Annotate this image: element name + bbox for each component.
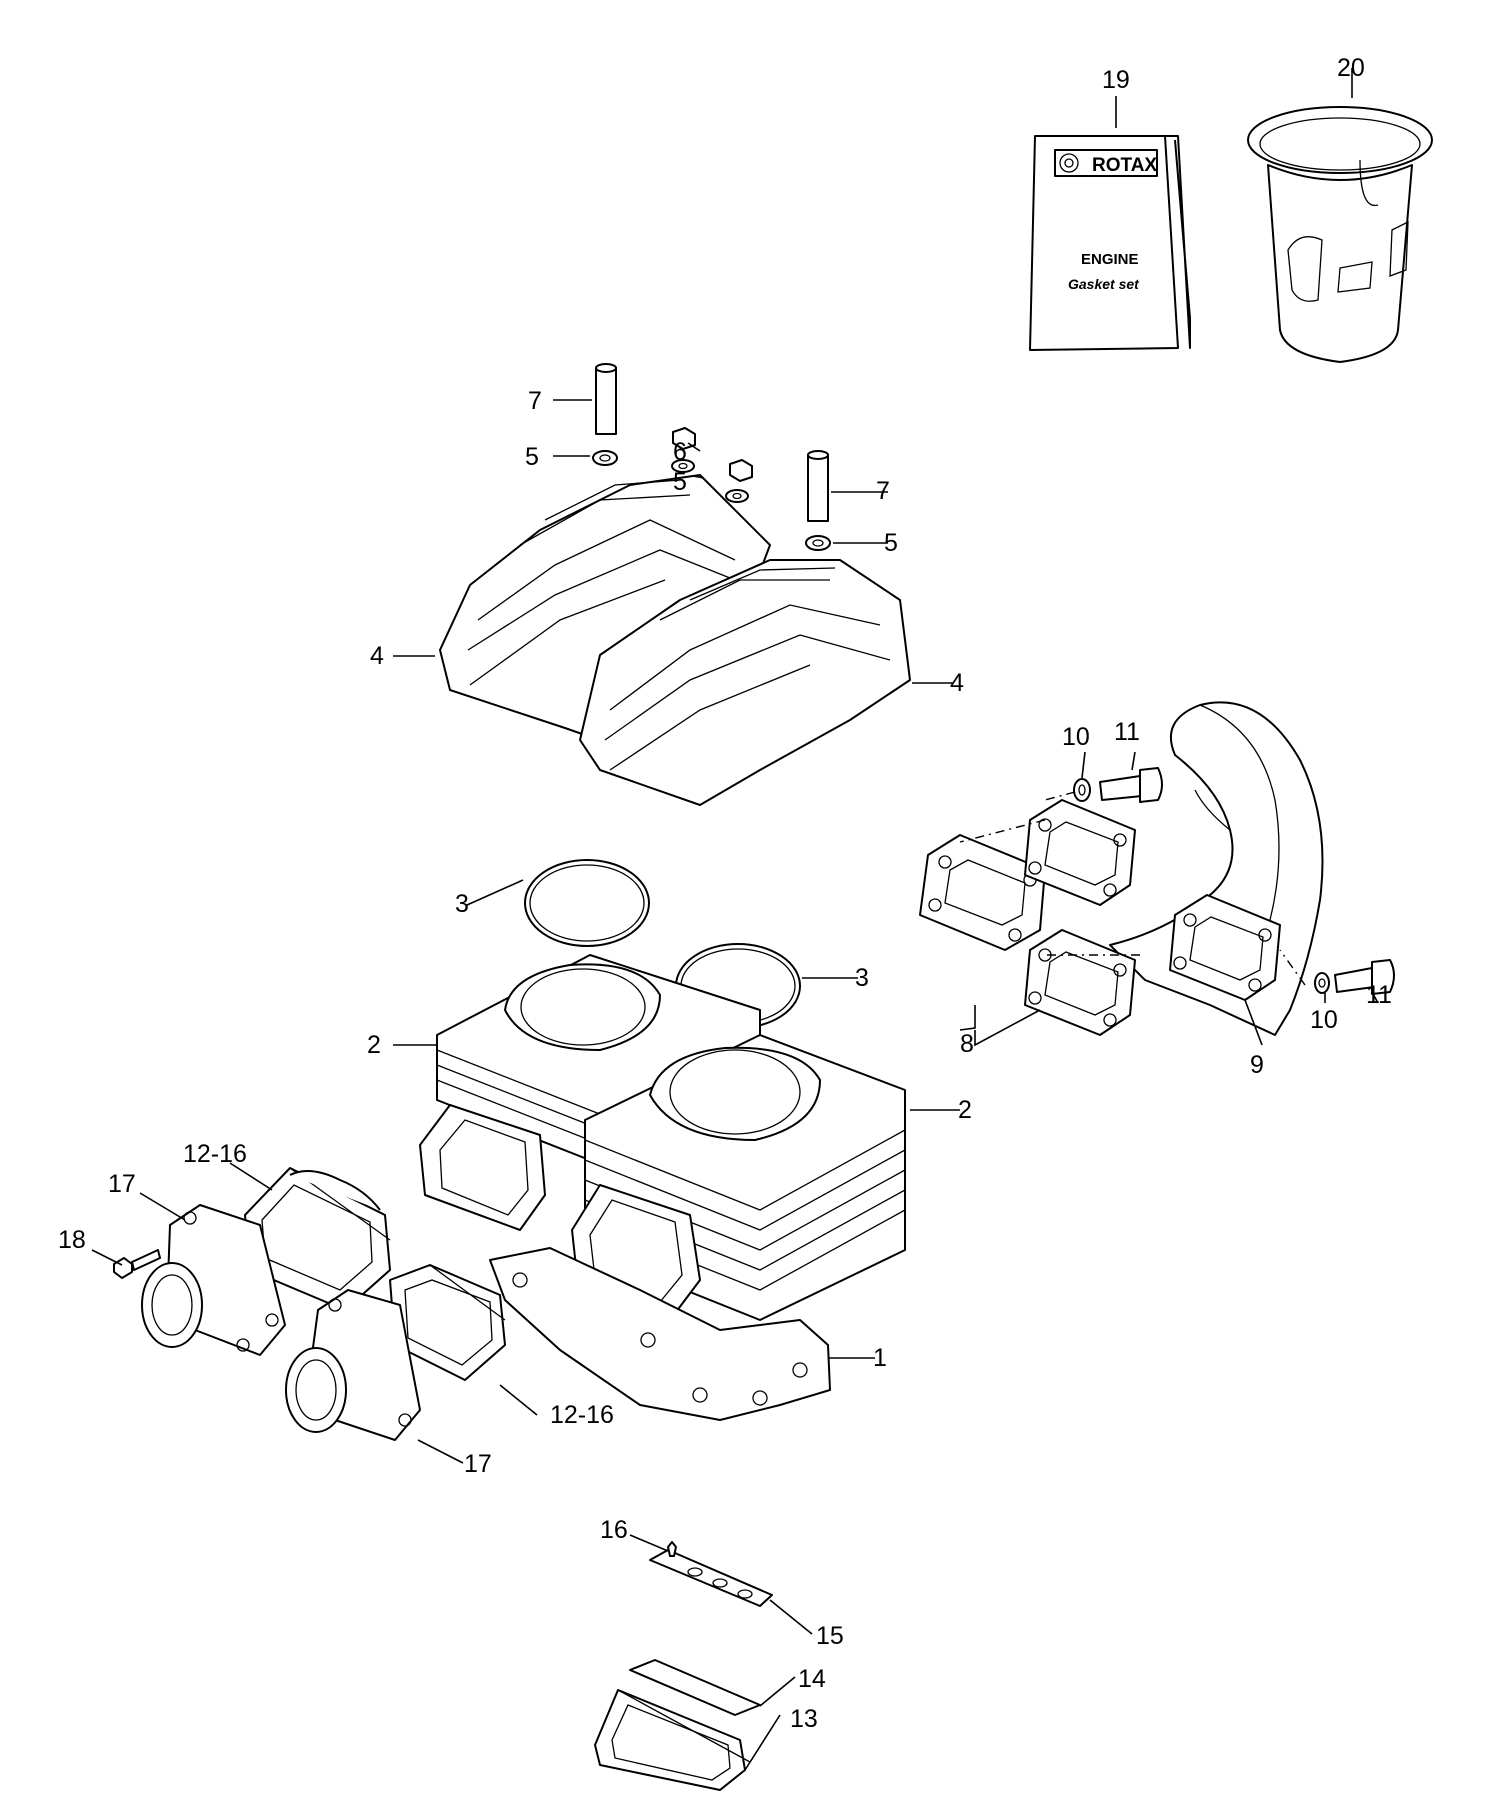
callout-19: 19 [1102, 66, 1130, 94]
callout-10b: 10 [1310, 1006, 1338, 1034]
callout-15: 15 [816, 1622, 844, 1650]
callout-3a: 3 [455, 890, 469, 918]
gasket-set-package: ROTAX ENGINE Gasket set [1029, 135, 1191, 351]
callout-11a: 11 [1114, 718, 1140, 746]
exhaust-gasket-8c [1024, 929, 1136, 1036]
callout-2b: 2 [958, 1096, 972, 1124]
callout-numbers: 19 20 7 5 6 5 7 5 4 4 10 11 3 3 2 2 8 9 … [58, 54, 1392, 1733]
gasket-set-line2: Gasket set [1068, 276, 1140, 292]
cylinder-sleeve [1247, 106, 1433, 363]
callout-7a: 7 [528, 387, 542, 415]
washer-10-top [1073, 778, 1091, 802]
screw-16 [667, 1541, 677, 1557]
callout-11b: 11 [1366, 981, 1392, 1009]
bolt-11-bottom [1334, 959, 1395, 995]
callout-3b: 3 [855, 964, 869, 992]
o-ring-left [524, 859, 650, 947]
stud-left [595, 363, 617, 435]
callout-4b: 4 [950, 669, 964, 697]
callout-20: 20 [1337, 54, 1365, 82]
callout-17a: 17 [108, 1170, 136, 1198]
exhaust-gasket-9 [1169, 894, 1281, 1001]
callout-14: 14 [798, 1665, 826, 1693]
reed-stop-15 [649, 1549, 773, 1607]
callout-5c: 5 [884, 529, 898, 557]
callout-8: 8 [960, 1030, 974, 1058]
callout-10a: 10 [1062, 723, 1090, 751]
callout-2a: 2 [367, 1031, 381, 1059]
leader-lines [91, 68, 1379, 1771]
callout-17b: 17 [464, 1450, 492, 1478]
stud-right [807, 450, 829, 522]
callout-6: 6 [673, 438, 687, 466]
washer-10-bottom [1314, 972, 1330, 994]
callout-7b: 7 [876, 477, 890, 505]
callout-13: 13 [790, 1705, 818, 1733]
callout-9: 9 [1250, 1051, 1264, 1079]
gasket-set-brand: ROTAX [1092, 155, 1157, 176]
intake-manifold-right [285, 1289, 421, 1441]
callout-5b: 5 [673, 468, 687, 496]
gasket-set-line1: ENGINE [1081, 251, 1139, 268]
callout-4a: 4 [370, 642, 384, 670]
callout-18: 18 [58, 1226, 86, 1254]
callout-5a: 5 [525, 443, 539, 471]
callout-12-16a: 12-16 [183, 1140, 247, 1168]
washers [592, 450, 831, 551]
callout-16: 16 [600, 1516, 628, 1544]
base-gasket [489, 1247, 831, 1421]
bolt-11-top [1099, 767, 1163, 803]
cylinder-head-right [579, 559, 911, 806]
exhaust-gasket-8b [1024, 799, 1136, 906]
callout-1: 1 [873, 1344, 887, 1372]
callout-12-16b: 12-16 [550, 1401, 614, 1429]
intake-manifold-left [141, 1204, 286, 1356]
